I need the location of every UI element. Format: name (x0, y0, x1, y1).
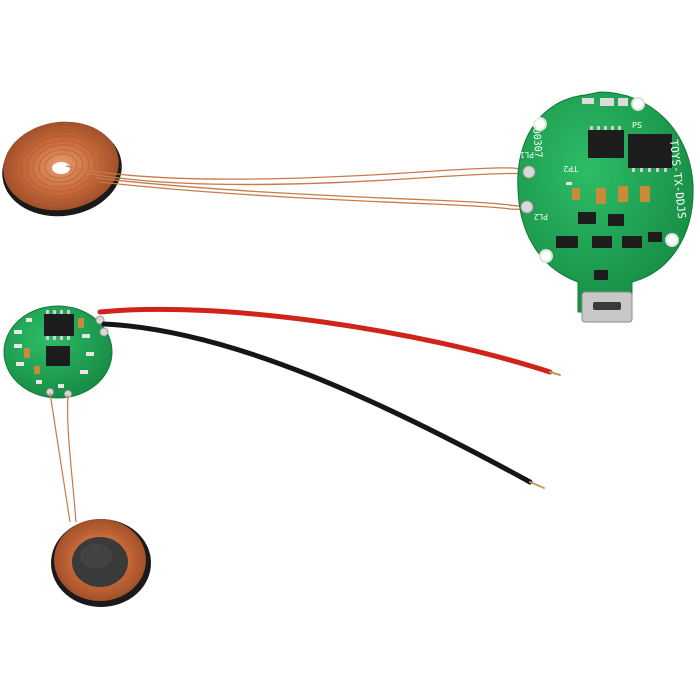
pad-label-tp2: TP2 (563, 164, 579, 173)
mounting-hole (631, 97, 645, 111)
mounting-hole (539, 249, 553, 263)
rx-coil (51, 519, 151, 607)
rx-ic-chip (44, 314, 74, 336)
mounting-hole (533, 117, 547, 131)
tx-ic-chip (628, 134, 672, 168)
black-wire (101, 321, 533, 485)
rx-board (3, 305, 113, 399)
rx-output-pad (99, 327, 109, 337)
pad-label-ps: PS (632, 121, 642, 130)
tx-date-label: TX200307 (529, 109, 543, 158)
rx-coil-leads (49, 392, 77, 523)
coil-center-hole (52, 162, 70, 174)
mounting-hole (665, 233, 679, 247)
tx-board: TX200307 TOYS-TX-DDJS PL1 PL2 TP2 PS (517, 91, 694, 323)
rx-ic-chip (46, 346, 70, 366)
pad-label-pl2: PL2 (534, 212, 548, 221)
output-wires (97, 306, 561, 489)
pad-label-pl1: PL1 (520, 150, 534, 159)
rx-output-pad (95, 315, 105, 325)
solder-pad-pl2 (520, 200, 534, 214)
tx-ic-chip (588, 130, 624, 158)
red-wire (97, 306, 553, 375)
tx-coil-leads (65, 165, 529, 210)
tx-coil (2, 121, 122, 217)
solder-pad-pl1 (522, 165, 536, 179)
